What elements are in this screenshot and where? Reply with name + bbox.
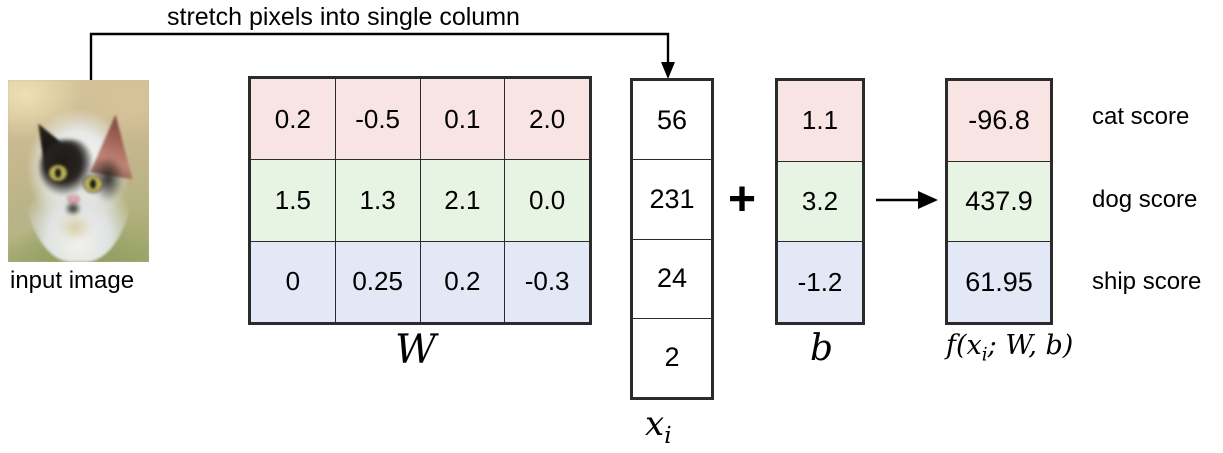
table-row: 2 [632, 317, 712, 399]
b-cell: 1.1 [777, 80, 863, 162]
ship-score-label: ship score [1092, 268, 1202, 295]
w-cell: 0.2 [419, 240, 506, 324]
score-cell: 437.9 [947, 160, 1051, 243]
w-cell: 1.3 [334, 159, 421, 242]
table-row: 437.9 [947, 160, 1051, 243]
table-row: 1.5 1.3 2.1 0.0 [250, 159, 590, 242]
scores-vector: -96.8 437.9 61.95 [945, 78, 1053, 325]
b-cell: -1.2 [777, 241, 863, 323]
dog-score-label: dog score [1092, 186, 1198, 213]
table-row: 24 [632, 238, 712, 319]
w-cell: 0.1 [419, 77, 506, 161]
score-cell: 61.95 [947, 241, 1051, 323]
stretch-caption: stretch pixels into single column [167, 3, 520, 31]
w-cell: -0.3 [504, 240, 590, 324]
bias-vector: 1.1 3.2 -1.2 [775, 78, 865, 325]
b-cell: 3.2 [777, 160, 863, 243]
table-row: 3.2 [777, 160, 863, 243]
table-row: -1.2 [777, 241, 863, 323]
input-vector: 56 231 24 2 [630, 78, 714, 400]
xi-cell: 231 [632, 159, 712, 240]
cat-score-label: cat score [1092, 103, 1190, 130]
table-row: 56 [632, 79, 712, 161]
w-cell: 0.25 [334, 240, 421, 324]
cat-left-eye [49, 164, 67, 181]
xi-cell: 2 [632, 317, 712, 399]
w-cell: -0.5 [334, 77, 421, 161]
w-cell: 2.0 [504, 77, 590, 161]
w-cell: 0 [250, 240, 336, 324]
input-image-label: input image [10, 267, 135, 294]
score-cell: -96.8 [947, 80, 1051, 162]
score-function-label: f(xi; W, b) [946, 330, 1073, 365]
table-row: 0.2 -0.5 0.1 2.0 [250, 77, 590, 161]
xi-label-base: x [645, 404, 665, 444]
cat-right-eye [84, 175, 102, 192]
f-label-prefix: f(x [946, 330, 982, 361]
xi-label-subscript: i [664, 422, 672, 449]
table-row: 231 [632, 159, 712, 240]
f-label-suffix: ; W, b) [987, 330, 1074, 361]
plus-operator: + [728, 173, 757, 226]
right-arrow-icon [876, 191, 938, 209]
table-row: -96.8 [947, 80, 1051, 162]
f-label-subscript: i [981, 344, 988, 366]
cat-muzzle [64, 202, 81, 217]
table-row: 0 0.25 0.2 -0.3 [250, 240, 590, 324]
w-cell: 0.2 [250, 77, 336, 161]
weight-matrix: 0.2 -0.5 0.1 2.0 1.5 1.3 2.1 0.0 0 0.25 … [248, 76, 592, 325]
cat-chin [55, 215, 95, 247]
w-cell: 0.0 [504, 159, 590, 242]
bias-vector-label: b [810, 328, 834, 369]
cat-head-shape [22, 105, 135, 262]
table-row: 61.95 [947, 241, 1051, 323]
weight-matrix-label: W [395, 327, 437, 373]
cat-nose [67, 194, 80, 205]
w-cell: 1.5 [250, 159, 336, 242]
xi-cell: 24 [632, 238, 712, 319]
input-vector-label: xi [645, 404, 672, 449]
table-row: 1.1 [777, 80, 863, 162]
cat-dark-patch [40, 139, 93, 197]
w-cell: 2.1 [419, 159, 506, 242]
xi-cell: 56 [632, 79, 712, 161]
input-image-thumbnail [8, 80, 149, 262]
